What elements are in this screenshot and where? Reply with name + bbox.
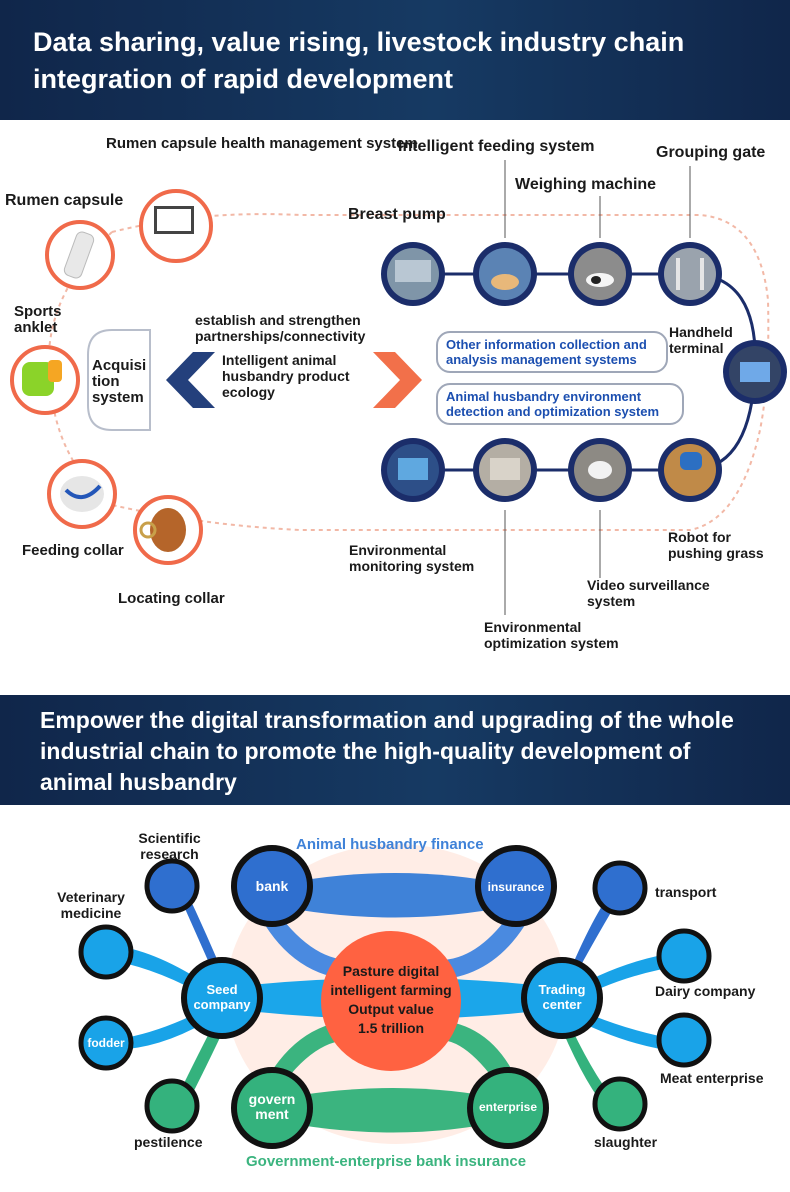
meat-label: Meat enterprise (660, 1070, 764, 1086)
transport-label: transport (655, 884, 717, 900)
dairy-node (656, 928, 712, 984)
pestilence-label: pestilence (134, 1134, 203, 1150)
env-mon-label: Environmental monitoring system (349, 542, 475, 574)
finance-title: Animal husbandry finance (296, 836, 484, 853)
rumen-capsule-label: Rumen capsule (5, 192, 124, 209)
ecology-label: Intelligent animal husbandry product eco… (222, 352, 350, 400)
other-systems-pill: Other information collection and analysi… (436, 331, 668, 373)
bottom-banner: Empower the digital transformation and u… (0, 695, 790, 805)
dairy-label: Dairy company (655, 983, 756, 999)
gov-label: govern ment (248, 1091, 296, 1122)
gov-title: Government-enterprise bank insurance (246, 1153, 527, 1170)
veterinary-label: Veterinary medicine (57, 889, 125, 921)
meat-node (656, 1012, 712, 1068)
breast-pump-label: Breast pump (348, 206, 446, 223)
enterprise-label: enterprise (478, 1100, 538, 1114)
feeding-collar-label: Feeding collar (22, 542, 124, 559)
trading-label: Trading center (538, 982, 586, 1012)
feeding-collar-node (47, 459, 117, 529)
ecology-diagram (10, 160, 787, 615)
sports-anklet-node (10, 345, 80, 415)
rumen-system-label: Rumen capsule health management system (106, 135, 418, 152)
feeding-system-label: Intelligent feeding system (398, 138, 595, 155)
fodder-node (78, 1015, 134, 1071)
pestilence-node (144, 1078, 200, 1134)
fodder-label: fodder (87, 1036, 125, 1050)
env-opt-label: Environmental optimization system (484, 619, 619, 651)
rumen-system-node (139, 189, 213, 263)
bank-node (231, 845, 313, 927)
env-detection-pill: Animal husbandry environment detection a… (436, 383, 684, 425)
left-chevron-icon (166, 352, 215, 408)
bank-label: bank (255, 878, 289, 894)
veterinary-node (78, 924, 134, 980)
handheld-label: Handheld terminal (669, 324, 733, 356)
enterprise-node (467, 1067, 549, 1149)
center-node (321, 931, 461, 1071)
locating-collar-label: Locating collar (118, 590, 225, 607)
locating-collar-node (133, 495, 203, 565)
sports-anklet-label: Sports anklet (14, 303, 62, 336)
government-node (231, 1067, 313, 1149)
robot-grass-node (658, 438, 722, 502)
insurance-node (475, 845, 557, 927)
right-chevron-icon (373, 352, 422, 408)
env-monitoring-node (381, 438, 445, 502)
trading-center-node (521, 957, 603, 1039)
acquisition-label: Acquisi tion system (92, 357, 147, 406)
slaughter-node (592, 1076, 648, 1132)
scientific-label: Scientific research (138, 830, 201, 862)
slaughter-label: slaughter (594, 1134, 658, 1150)
weighing-label: Weighing machine (515, 176, 657, 193)
video-label: Video surveillance system (587, 577, 710, 609)
partnership-label: establish and strengthen partnerships/co… (195, 312, 366, 344)
grouping-gate-node (658, 242, 722, 306)
grouping-gate-label: Grouping gate (656, 144, 766, 161)
top-banner: Data sharing, value rising, livestock in… (0, 0, 790, 120)
rumen-capsule-node (45, 220, 115, 290)
scientific-node (144, 858, 200, 914)
video-surveillance-node (568, 438, 632, 502)
seed-label: Seed company (193, 982, 251, 1012)
feeding-system-node (473, 242, 537, 306)
transport-node (592, 860, 648, 916)
env-optimization-node (473, 438, 537, 502)
insurance-label: insurance (487, 880, 545, 894)
acquisition-bracket (87, 329, 151, 431)
robot-label: Robot for pushing grass (668, 529, 764, 561)
center-label: Pasture digital intelligent farming Outp… (330, 963, 452, 1036)
breast-pump-node (381, 242, 445, 306)
seed-company-node (181, 957, 263, 1039)
weighing-machine-node (568, 242, 632, 306)
handheld-terminal-node (723, 340, 787, 404)
